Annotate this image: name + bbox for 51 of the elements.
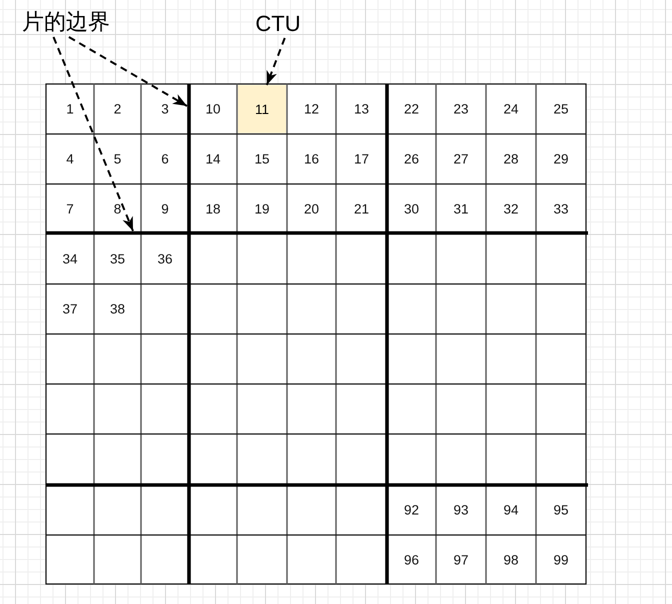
cell-number: 5 [114,152,122,166]
cell-number: 25 [553,102,569,116]
cell-number: 94 [503,502,519,518]
cell-number: 4 [66,152,74,166]
cell-number: 37 [62,302,78,316]
cell-number: 18 [205,201,221,216]
cell-number: 98 [503,552,519,567]
cell-number: 33 [553,201,569,216]
cell-number: 14 [205,152,221,166]
cell-number: 29 [553,152,569,166]
cell-number: 28 [503,152,519,166]
cell-number: 7 [66,201,74,216]
leader-arrow [266,38,286,86]
callout-text: 片的边界 [18,7,114,37]
cell-number: 35 [110,251,126,266]
cell-number: 20 [304,201,320,216]
cell-number: 24 [503,102,519,116]
cell-number: 38 [110,302,126,316]
cell-number: 10 [205,102,221,116]
callout-text: CTU [252,10,304,38]
cell-number: 36 [157,251,173,266]
cell-number: 3 [161,102,169,116]
cell-number: 6 [161,152,169,166]
cell-number: 22 [404,102,420,116]
cell-number: 96 [404,552,420,567]
cell-number: 9 [161,201,169,216]
cell-number: 2 [114,102,122,116]
cell-number: 97 [453,552,469,567]
cell-number: 92 [404,502,420,518]
cell-number: 16 [304,152,320,166]
cell-number: 30 [404,201,420,216]
cell-number: 34 [62,251,78,266]
cell-number: 17 [354,152,370,166]
cell-number: 99 [553,552,569,567]
cell-number: 26 [404,152,420,166]
cell-number: 12 [304,102,320,116]
cell-number: 1 [66,102,74,116]
cell-number: 13 [354,102,370,116]
cell-number: 21 [354,201,370,216]
cell-number: 27 [453,152,469,166]
cell-number: 23 [453,102,469,116]
cell-number: 31 [453,201,469,216]
cell-number: 93 [453,502,469,518]
cell-number: 15 [254,152,270,166]
cell-number: 32 [503,201,519,216]
leader-arrow [68,36,188,107]
highlighted-cell: 11 [238,85,286,133]
cell-number: 8 [114,201,122,216]
leader-arrow [52,36,134,232]
cell-number: 19 [254,201,270,216]
cell-number: 95 [553,502,569,518]
